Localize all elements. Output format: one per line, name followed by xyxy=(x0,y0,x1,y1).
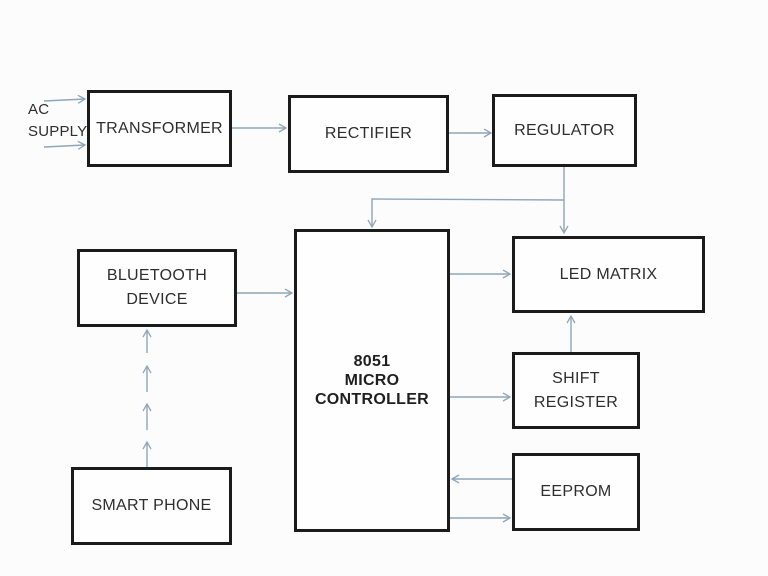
shift-register-label-line1: SHIFT xyxy=(552,369,600,387)
rectifier-block: RECTIFIER xyxy=(288,95,449,173)
arrow-ac-supply-to-transformer xyxy=(43,99,85,147)
microcontroller-label-line1: 8051 xyxy=(353,353,391,370)
microcontroller-label-line3: CONTROLLER xyxy=(314,391,430,408)
bluetooth-device-label-line2: DEVICE xyxy=(126,291,188,308)
transformer-label: TRANSFORMER xyxy=(96,119,223,137)
led-matrix-block: LED MATRIX xyxy=(512,236,705,313)
smart-phone-block: SMART PHONE xyxy=(71,467,232,545)
microcontroller-block: 8051 MICRO CONTROLLER xyxy=(294,229,450,532)
arrow-regulator-to-microcontroller xyxy=(372,198,565,227)
ac-supply-label-line1: AC xyxy=(28,101,50,118)
shift-register-block: SHIFT REGISTER xyxy=(512,352,640,429)
bluetooth-device-block: BLUETOOTH DEVICE xyxy=(77,249,237,327)
transformer-block: TRANSFORMER xyxy=(87,90,232,167)
regulator-label: REGULATOR xyxy=(514,121,615,139)
led-matrix-label: LED MATRIX xyxy=(559,265,658,283)
smart-phone-label: SMART PHONE xyxy=(91,497,212,514)
eeprom-block: EEPROM xyxy=(512,453,640,531)
shift-register-label-line2: REGISTER xyxy=(533,393,619,411)
regulator-block: REGULATOR xyxy=(492,94,637,167)
ac-supply-label: AC SUPPLY xyxy=(28,99,87,143)
rectifier-label: RECTIFIER xyxy=(324,125,413,142)
ac-supply-label-line2: SUPPLY xyxy=(28,123,88,140)
microcontroller-label-line2: MICRO xyxy=(344,372,400,389)
eeprom-label: EEPROM xyxy=(540,483,612,500)
bluetooth-device-label-line1: BLUETOOTH xyxy=(106,267,208,284)
